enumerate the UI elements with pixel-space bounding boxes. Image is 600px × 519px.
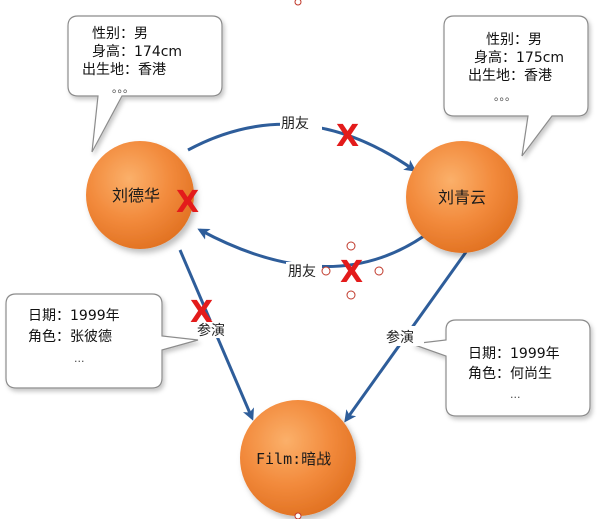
node-liu-dehua[interactable] [86,141,194,249]
bubble-liu-qingyun-line1: 性别：男 [486,32,542,48]
bubble-liu-dehua-line2: 身高：174cm [92,43,182,60]
bubble-liu-dehua-more: 。。。 [112,82,134,95]
node-liu-qingyun[interactable] [406,141,518,253]
bubble-acted-right-props [411,319,591,417]
delete-mark-friend-top: X [336,119,359,154]
bubble-acted-right-line1: 日期：1999年 [468,346,560,362]
node-label-liu-dehua: 刘德华 [112,186,160,205]
edge-label-bg [196,320,232,338]
edge-friend-bottom [197,228,425,268]
bubble-liu-qingyun-props [443,15,589,157]
edge-label-friend-top: 朋友 [281,116,309,132]
edge-label-bg [384,326,424,346]
bubble-liu-dehua-props [67,15,223,153]
selection-handles [294,0,384,519]
node-label-liu-qingyun: 刘青云 [438,188,486,207]
bubble-liu-dehua-line3: 出生地：香港 [82,62,166,78]
edge-label-friend-bottom: 朋友 [288,264,316,280]
bubble-acted-left-line2: 角色：张彼德 [28,328,112,345]
bubble-liu-qingyun-line3: 出生地：香港 [468,68,552,84]
bubble-liu-qingyun-line2: 身高：175cm [474,49,564,66]
bubble-acted-right-line2: 角色：何尚生 [468,365,552,382]
edge-label-acted-right: 参演 [386,329,414,346]
bubble-acted-left-line1: 日期：1999年 [28,308,120,324]
node-label-film: Film:暗战 [256,450,331,468]
bubble-acted-left-more: ... [74,352,85,365]
delete-mark-friend-bottom: X [340,255,363,290]
node-film[interactable] [240,400,356,516]
bubble-liu-dehua-line1: 性别：男 [92,26,148,42]
bubble-liu-qingyun-more: 。。。 [494,90,516,103]
delete-mark-acted-left: X [190,295,213,330]
edge-label-bg [280,112,322,132]
bubble-acted-right-more: ... [510,388,521,401]
edge-label-bg [286,262,322,280]
delete-mark-liu-dehua: X [176,185,199,220]
edge-label-acted-left: 参演 [197,322,225,339]
bubble-acted-left-props [5,293,199,389]
